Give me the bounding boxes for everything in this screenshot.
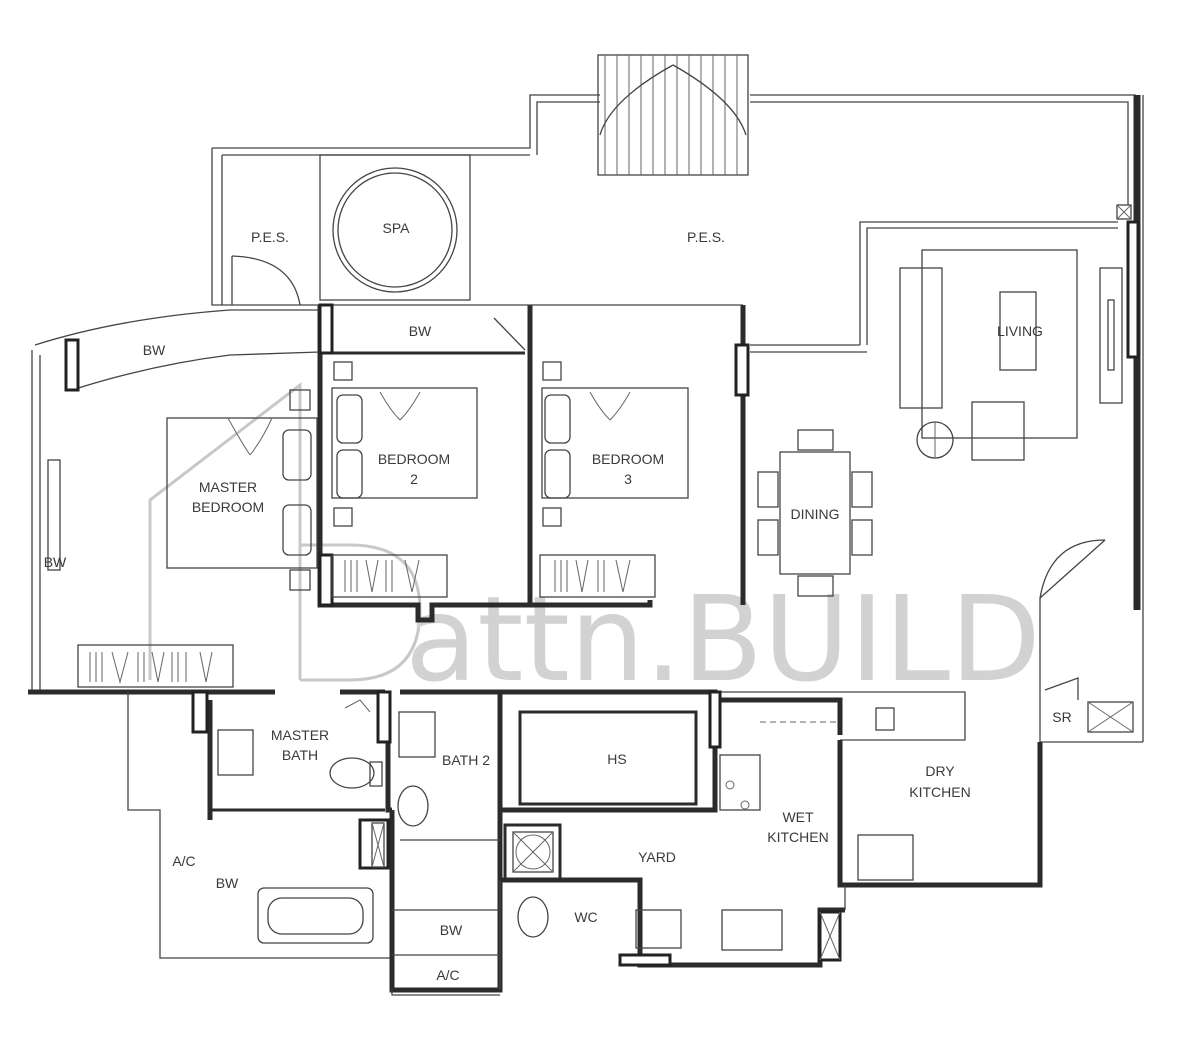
label-bw-bottom: BW [440,922,463,938]
label-pes-main: P.E.S. [687,229,725,245]
room-labels: P.E.S. SPA P.E.S. LIVING BW BW MASTER BE… [44,220,1072,983]
kitchen-fixtures [635,707,914,961]
windows [47,204,1132,571]
doors [231,255,1106,713]
bath-fixtures [217,711,549,944]
living-furniture [899,249,1078,461]
watermark-house-icon [148,381,422,682]
label-spa: SPA [383,220,411,236]
label-wet-kitchen-1: WET [782,809,814,825]
label-master-bath-1: MASTER [271,727,329,743]
label-bath2: BATH 2 [442,752,490,768]
label-wc: WC [574,909,597,925]
label-wet-kitchen-2: KITCHEN [767,829,828,845]
watermark-text: attn.BUILD [405,570,1041,708]
label-bw-top: BW [409,323,432,339]
dining-table [757,429,873,597]
label-master-bedroom-2: BEDROOM [192,499,264,515]
watermark: attn.BUILD [148,381,1041,708]
label-bedroom2-1: BEDROOM [378,451,450,467]
label-yard: YARD [638,849,676,865]
master-wardrobe [77,644,234,688]
label-hs: HS [607,751,626,767]
label-bedroom2-2: 2 [410,471,418,487]
service-cores [512,701,1134,873]
bedroom3-bed [539,361,689,598]
label-dry-kitchen-1: DRY [925,763,955,779]
label-bw-left: BW [44,554,67,570]
spa [319,154,471,301]
label-bedroom3-1: BEDROOM [592,451,664,467]
label-master-bedroom-1: MASTER [199,479,257,495]
label-bw-bath: BW [216,875,239,891]
label-pes-left: P.E.S. [251,229,289,245]
bedroom2-bed [331,361,478,598]
label-master-bath-2: BATH [282,747,318,763]
label-sr: SR [1052,709,1071,725]
label-ac-left: A/C [172,853,195,869]
label-living: LIVING [997,323,1043,339]
label-dining: DINING [791,506,840,522]
balcony-planter [597,54,749,176]
label-bedroom3-2: 3 [624,471,632,487]
label-bw-master: BW [143,342,166,358]
label-ac-bottom: A/C [436,967,459,983]
master-bed [166,389,318,591]
label-dry-kitchen-2: KITCHEN [909,784,970,800]
